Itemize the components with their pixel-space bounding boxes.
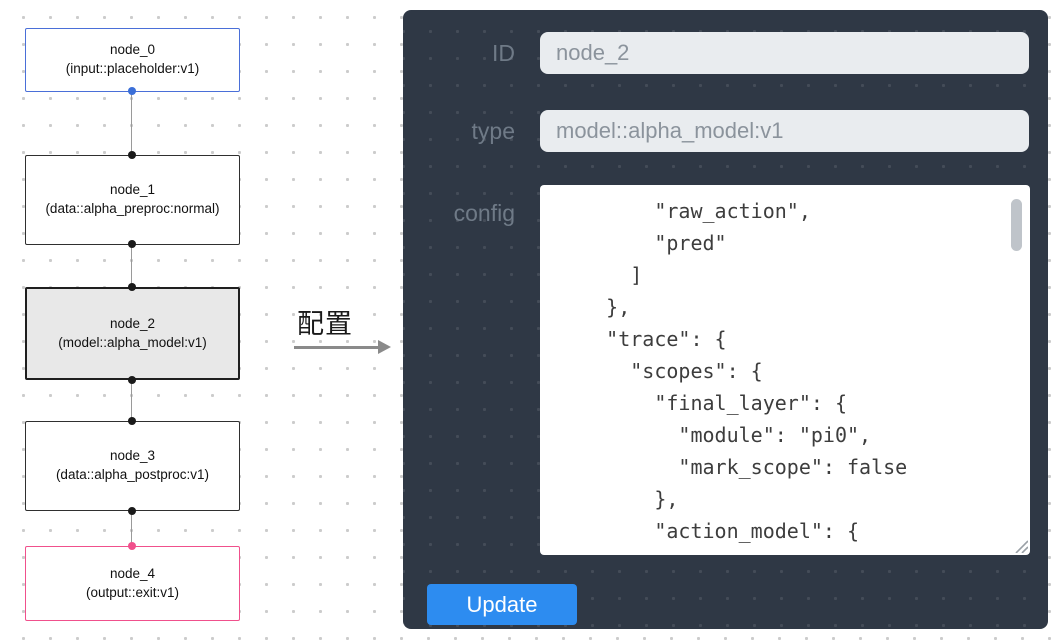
arrow-head [378,340,391,354]
config-json-text: "raw_action", "pred" ] }, "trace": { "sc… [606,199,908,543]
node-3[interactable]: node_3 (data::alpha_postproc:v1) [25,421,240,511]
node-2-output-port[interactable] [127,376,136,384]
node-0-type: (input::placeholder:v1) [65,61,200,76]
right-arrow-icon [294,340,394,354]
config-field-label: config [453,200,515,226]
node-4[interactable]: node_4 (output::exit:v1) [25,546,240,621]
node-0-name: node_0 [109,42,156,58]
node-0-output-port[interactable] [127,87,136,95]
type-field-label: type [471,118,515,144]
node-2-type: (model::alpha_model:v1) [58,334,207,350]
node-0[interactable]: node_0 (input::placeholder:v1) [25,28,240,92]
node-1-name: node_1 [109,182,156,198]
type-input[interactable] [540,110,1029,152]
configure-label: 配置 [297,309,353,339]
node-3-name: node_3 [109,448,156,464]
node-config-panel: ID type config "raw_action", "pred" ] },… [403,10,1048,629]
node-2-input-port[interactable] [127,283,136,291]
node-1-input-port[interactable] [127,151,136,159]
edge-node1-node2 [131,244,132,287]
node-1-type: (data::alpha_preproc:normal) [45,201,220,216]
resize-handle-icon[interactable] [1012,537,1028,553]
node-4-input-port[interactable] [127,542,136,550]
node-1[interactable]: node_1 (data::alpha_preproc:normal) [25,155,240,245]
node-2-name: node_2 [109,315,156,331]
node-3-input-port[interactable] [127,417,136,425]
node-3-type: (data::alpha_postproc:v1) [55,467,210,482]
edge-node2-node3 [131,380,132,421]
node-2[interactable]: node_2 (model::alpha_model:v1) [25,287,240,380]
id-field-label: ID [492,40,515,66]
update-button[interactable]: Update [427,584,577,625]
node-1-output-port[interactable] [127,240,136,248]
node-4-type: (output::exit:v1) [85,584,180,600]
edge-node0-node1 [131,91,132,155]
config-json-editor[interactable]: "raw_action", "pred" ] }, "trace": { "sc… [540,185,1030,555]
arrow-shaft [294,345,379,349]
edge-node3-node4 [131,511,132,546]
id-input[interactable] [540,32,1029,74]
node-3-output-port[interactable] [127,507,136,515]
node-4-name: node_4 [109,565,156,581]
editor-scrollbar-thumb[interactable] [1011,199,1022,251]
